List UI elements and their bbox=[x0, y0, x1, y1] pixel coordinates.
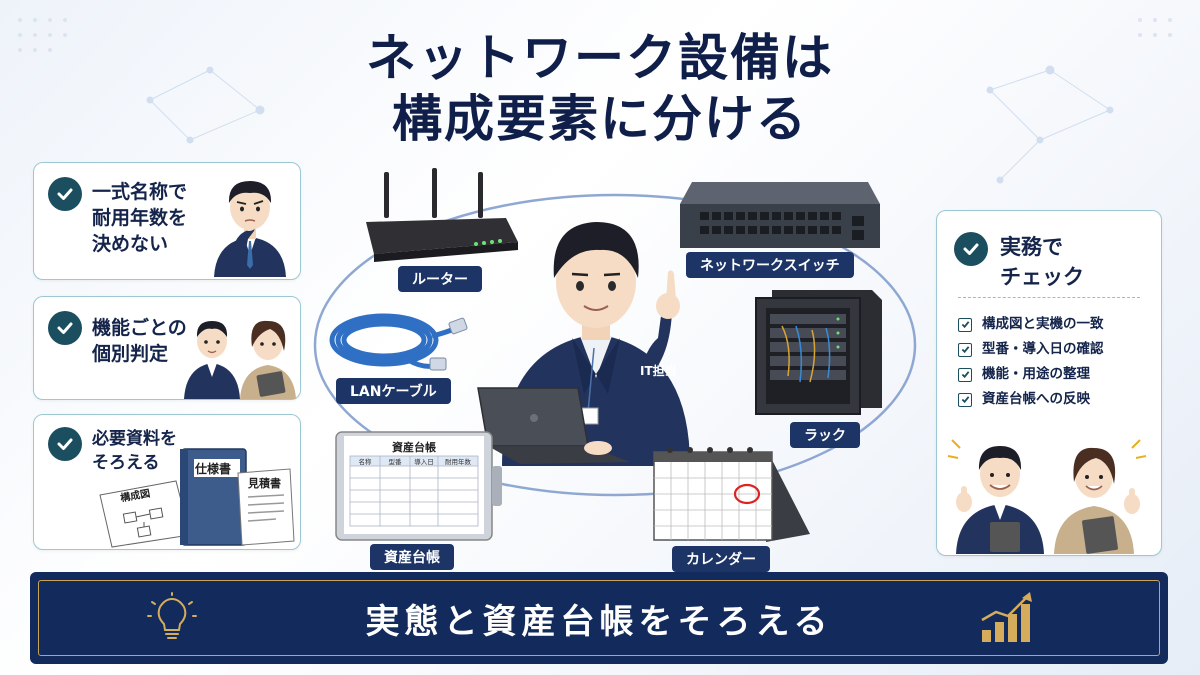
banner-frame bbox=[38, 580, 1160, 656]
checklist-item: 型番・導入日の確認 bbox=[958, 337, 1104, 362]
ledger-col-date: 導入日 bbox=[414, 458, 434, 466]
check-icon bbox=[48, 177, 82, 211]
card-text: 機能ごとの 個別判定 bbox=[92, 317, 187, 365]
rack-icon bbox=[755, 290, 882, 415]
ledger-col-model: 型番 bbox=[388, 458, 402, 466]
thumbs-up-people-icon bbox=[947, 439, 1147, 554]
calendar-icon bbox=[653, 447, 810, 542]
checklist-item: 機能・用途の整理 bbox=[958, 362, 1104, 387]
checkbox-icon bbox=[958, 342, 972, 357]
card-text: 必要資料を そろえる bbox=[92, 429, 177, 473]
checkbox-icon bbox=[958, 367, 972, 382]
ledger-heading: 資産台帳 bbox=[392, 441, 436, 454]
ledger-header-row: 名称 型番 導入日 耐用年数 bbox=[350, 456, 478, 466]
estimate-doc-label: 見積書 bbox=[248, 477, 281, 490]
worried-person-icon bbox=[214, 181, 286, 277]
checklist-item: 資産台帳への反映 bbox=[958, 387, 1104, 412]
rack-label: ラック bbox=[790, 422, 860, 448]
growth-chart-icon bbox=[981, 592, 1032, 642]
asset-ledger-icon bbox=[335, 431, 502, 541]
check-icon bbox=[954, 232, 988, 266]
checkbox-icon bbox=[958, 392, 972, 407]
calendar-label: カレンダー bbox=[672, 546, 770, 572]
laptop-icon bbox=[477, 387, 630, 464]
card-no-bundle-name: 一式名称で 耐用年数を 決めない bbox=[33, 162, 301, 280]
bottom-banner: 実態と資産台帳をそろえる bbox=[30, 572, 1168, 664]
check-icon bbox=[48, 311, 82, 345]
title-line-2: 構成要素に分ける bbox=[392, 89, 808, 148]
lan-cable-icon bbox=[329, 313, 468, 371]
card-text: 一式名称で 耐用年数を 決めない bbox=[92, 181, 188, 255]
title-line-1: ネットワーク設備は bbox=[366, 28, 834, 87]
card-collect-documents: 必要資料を そろえる 構成図 仕様書 見積書 bbox=[33, 414, 301, 550]
practical-check-title: 実務で チェック bbox=[1000, 235, 1084, 289]
spec-book-icon bbox=[180, 448, 247, 546]
spec-doc-label: 仕様書 bbox=[195, 462, 232, 476]
lan-cable-label: LANケーブル bbox=[336, 378, 451, 404]
two-people-icon bbox=[184, 320, 296, 399]
checklist-item: 構成図と実機の一致 bbox=[958, 312, 1104, 337]
network-switch-icon bbox=[680, 182, 880, 248]
banner-text: 実態と資産台帳をそろえる bbox=[365, 602, 833, 642]
panel-divider bbox=[958, 297, 1140, 298]
check-icon bbox=[48, 427, 82, 461]
ledger-col-name: 名称 bbox=[358, 458, 372, 466]
router-icon bbox=[366, 168, 518, 262]
asset-ledger-label: 資産台帳 bbox=[370, 544, 454, 570]
ledger-col-life: 耐用年数 bbox=[445, 458, 471, 466]
card-per-function-judgement: 機能ごとの 個別判定 bbox=[33, 296, 301, 400]
checkbox-icon bbox=[958, 317, 972, 332]
estimate-document-icon bbox=[237, 468, 295, 546]
checklist: 構成図と実機の一致 型番・導入日の確認 機能・用途の整理 資産台帳への反映 bbox=[958, 312, 1104, 412]
page-title: ネットワーク設備は 構成要素に分ける bbox=[230, 28, 970, 150]
network-switch-label: ネットワークスイッチ bbox=[686, 252, 854, 278]
connection-ring bbox=[313, 193, 917, 497]
router-label: ルーター bbox=[398, 266, 482, 292]
practical-check-panel bbox=[936, 210, 1162, 556]
lightbulb-icon bbox=[147, 592, 197, 639]
it-staff-badge: IT担当 bbox=[640, 364, 677, 378]
